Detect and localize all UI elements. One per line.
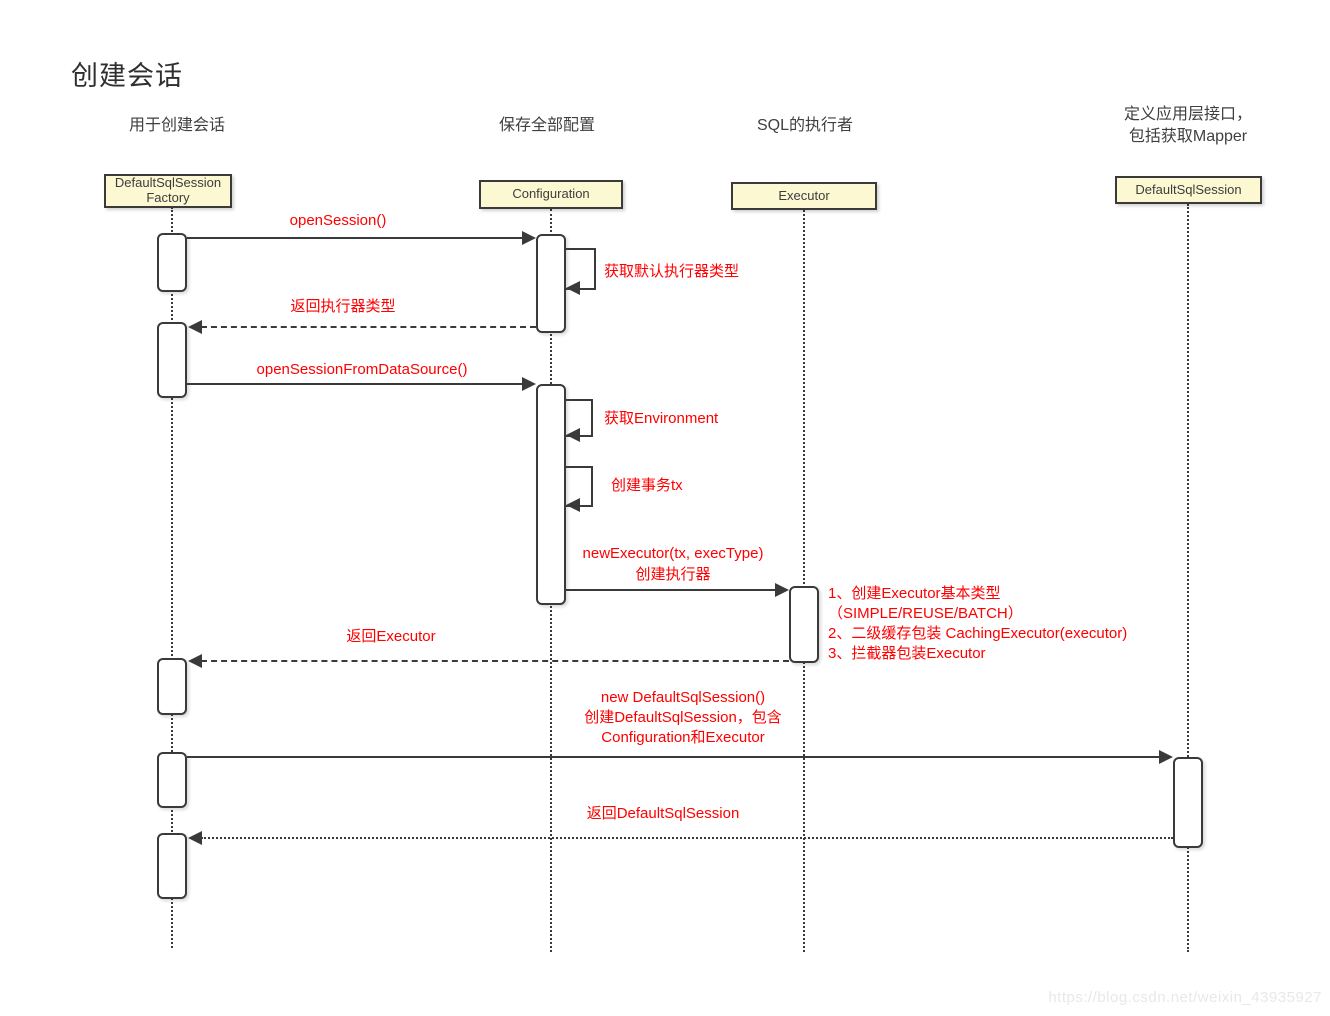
actor-box-factory: DefaultSqlSession Factory	[104, 174, 232, 208]
arrowhead-create-transaction-tx	[566, 498, 580, 512]
message-label-create-transaction-tx: 创建事务tx	[611, 477, 683, 494]
actor-box-defaultsqlsession: DefaultSqlSession	[1115, 176, 1262, 204]
lifeline-factory	[171, 207, 173, 948]
arrowhead-return-executor-type	[188, 320, 202, 334]
message-label-new-executor-sub: 创建执行器	[635, 566, 711, 583]
message-line-open-session-from-datasource	[187, 383, 524, 385]
actor-description-defaultsqlsession-line1: 定义应用层接口，	[1123, 106, 1253, 123]
activation-bar-executor-1	[789, 586, 819, 663]
activation-bar-configuration-2	[536, 384, 566, 605]
activation-bar-factory-2	[157, 322, 187, 398]
selfloop-get-default-executor-type	[566, 248, 596, 290]
actor-box-configuration: Configuration	[479, 180, 623, 209]
arrowhead-open-session	[522, 231, 536, 245]
activation-bar-configuration-1	[536, 234, 566, 333]
executor-note-line1: 1、创建Executor基本类型	[828, 585, 1001, 602]
actor-box-configuration-label: Configuration	[512, 186, 590, 202]
activation-bar-factory-5	[157, 833, 187, 899]
message-line-new-defaultsqlsession	[187, 756, 1161, 758]
message-label-open-session: openSession()	[289, 212, 387, 229]
actor-description-configuration: 保存全部配置	[498, 117, 596, 134]
executor-note-line4: 3、拦截器包装Executor	[828, 645, 986, 662]
actor-box-factory-label: DefaultSqlSession Factory	[114, 175, 222, 205]
new-defaultsqlsession-note-line2: 创建DefaultSqlSession，包含	[584, 709, 782, 726]
arrowhead-get-default-executor-type	[566, 281, 580, 295]
executor-note-line2: （SIMPLE/REUSE/BATCH）	[828, 605, 1023, 622]
message-line-return-defaultsqlsession	[201, 837, 1173, 839]
message-label-get-environment: 获取Environment	[604, 410, 719, 427]
message-label-return-executor: 返回Executor	[346, 628, 436, 645]
watermark-text: https://blog.csdn.net/weixin_43935927	[1048, 989, 1322, 1006]
activation-bar-defaultsqlsession-1	[1173, 757, 1203, 848]
message-line-return-executor-type	[201, 326, 536, 328]
arrowhead-get-environment	[566, 428, 580, 442]
lifeline-executor	[803, 210, 805, 952]
message-label-get-default-executor-type: 获取默认执行器类型	[604, 263, 740, 280]
executor-note: 1、创建Executor基本类型 （SIMPLE/REUSE/BATCH） 2、…	[828, 584, 1127, 664]
arrowhead-return-defaultsqlsession	[188, 831, 202, 845]
activation-bar-factory-3	[157, 658, 187, 715]
new-defaultsqlsession-note: new DefaultSqlSession() 创建DefaultSqlSess…	[584, 688, 782, 748]
page-title: 创建会话	[71, 61, 183, 91]
arrowhead-new-defaultsqlsession	[1159, 750, 1173, 764]
arrowhead-new-executor	[775, 583, 789, 597]
new-defaultsqlsession-note-line3: Configuration和Executor	[601, 729, 765, 746]
actor-description-executor: SQL的执行者	[756, 117, 854, 134]
message-label-new-executor: newExecutor(tx, execType)	[582, 545, 764, 562]
new-defaultsqlsession-note-line1: new DefaultSqlSession()	[600, 689, 766, 706]
message-label-open-session-from-datasource: openSessionFromDataSource()	[256, 361, 468, 378]
activation-bar-factory-4	[157, 752, 187, 808]
actor-box-executor-label: Executor	[778, 187, 830, 203]
activation-bar-factory-1	[157, 233, 187, 292]
actor-description-defaultsqlsession-line2: 包括获取Mapper	[1128, 128, 1248, 145]
arrowhead-return-executor	[188, 654, 202, 668]
message-label-return-executor-type: 返回执行器类型	[290, 298, 396, 315]
message-label-return-defaultsqlsession: 返回DefaultSqlSession	[586, 805, 740, 822]
arrowhead-open-session-from-datasource	[522, 377, 536, 391]
message-line-return-executor	[201, 660, 789, 662]
message-line-new-executor	[566, 589, 777, 591]
message-line-open-session	[187, 237, 524, 239]
actor-description-factory: 用于创建会话	[128, 117, 226, 134]
lifeline-defaultsqlsession	[1187, 204, 1189, 952]
executor-note-line3: 2、二级缓存包装 CachingExecutor(executor)	[828, 625, 1128, 642]
actor-box-executor: Executor	[731, 182, 877, 210]
actor-description-defaultsqlsession: 定义应用层接口， 包括获取Mapper	[1124, 104, 1252, 148]
actor-box-defaultsqlsession-label: DefaultSqlSession	[1135, 181, 1242, 197]
